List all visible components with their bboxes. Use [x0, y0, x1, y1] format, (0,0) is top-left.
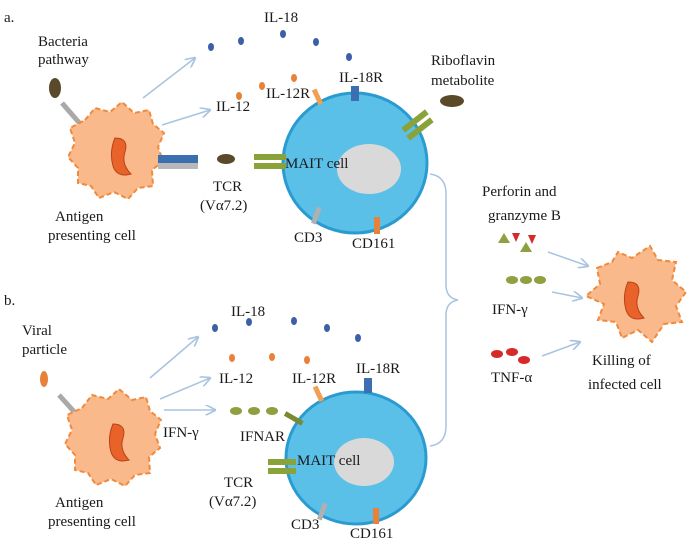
- il12r-receptor-b: [312, 385, 325, 403]
- tcr-receptor-a2: [254, 163, 286, 169]
- bacterium-icon: [49, 78, 61, 98]
- mait-cell-a: [281, 91, 429, 235]
- infected-cell: [584, 244, 688, 344]
- arrow-il12-a: [161, 110, 210, 126]
- mait-cell-label-b: MAIT cell: [297, 453, 360, 469]
- il12-molecules-a: [236, 74, 297, 100]
- cd161-label-b: CD161: [350, 526, 393, 542]
- apc-label-a: Antigen presenting cell: [48, 209, 136, 244]
- panel-a-label: a.: [4, 10, 14, 26]
- ifnar-label: IFNAR: [240, 429, 285, 445]
- panel-b: b. Viral particle IL-18 IL-12 IL: [4, 293, 428, 542]
- il18-label-b: IL-18: [231, 304, 265, 320]
- mr1-receptor-a: [158, 155, 198, 163]
- riboflavin-label: Riboflavin metabolite: [431, 53, 499, 89]
- cd3-label-b: CD3: [291, 517, 319, 533]
- tcr-receptor-b1: [268, 459, 296, 465]
- antigen-presenting-cell-b: [63, 387, 163, 488]
- il18r-receptor-a: [351, 86, 359, 101]
- il12-label-b: IL-12: [219, 371, 253, 387]
- cd161-label-a: CD161: [352, 236, 395, 252]
- panel-b-label: b.: [4, 293, 15, 309]
- ifnar-receptor: [283, 411, 304, 426]
- apc-nucleus: [108, 423, 130, 462]
- tcr-receptor-b2: [268, 468, 296, 474]
- arrow-perforin: [547, 251, 588, 266]
- riboflavin-receptor-a2: [406, 117, 434, 141]
- cd3-receptor-b: [317, 502, 328, 521]
- arrow-il12-b: [159, 378, 210, 400]
- il12-label-a: IL-12: [216, 99, 250, 115]
- il18-molecules-a: [208, 30, 352, 61]
- arrow-tnf: [541, 342, 580, 357]
- apc-nucleus: [110, 137, 132, 176]
- cd3-receptor-a: [311, 206, 322, 225]
- il18r-label-a: IL-18R: [339, 70, 383, 86]
- il18-molecules-b: [212, 317, 361, 342]
- il12-molecules-b: [229, 353, 310, 364]
- bacteria-receptor: [60, 101, 84, 128]
- viral-particle-label: Viral particle: [22, 323, 67, 358]
- antigen-ligand-a: [217, 154, 235, 164]
- il12r-label-a: IL-12R: [266, 86, 310, 102]
- tcr-label-b: TCR (Vα7.2): [209, 475, 257, 510]
- riboflavin-receptor-a1: [401, 109, 429, 133]
- viral-particle-icon: [40, 371, 48, 387]
- ifn-gamma-label-effector: IFN-γ: [492, 302, 528, 318]
- il12r-label-b: IL-12R: [292, 371, 336, 387]
- il12r-receptor-a: [311, 88, 324, 106]
- killing-label: Killing of infected cell: [588, 353, 662, 393]
- il18r-label-b: IL-18R: [356, 361, 400, 377]
- mhc-receptor-a: [158, 163, 198, 169]
- antigen-presenting-cell-a: [66, 100, 166, 201]
- perforin-granzyme-molecules: [498, 233, 536, 252]
- bacteria-pathway-label: Bacteria pathway: [38, 34, 92, 68]
- riboflavin-metabolite-icon: [440, 95, 464, 107]
- ifn-gamma-label-b: IFN-γ: [163, 425, 199, 441]
- tcr-receptor-a1: [254, 154, 286, 160]
- tcr-label-a: TCR (Vα7.2): [200, 179, 247, 214]
- mait-cell-b: [284, 390, 428, 526]
- cd3-label-a: CD3: [294, 230, 322, 246]
- infected-cell-nucleus: [623, 281, 645, 320]
- effector-panel: Perforin and granzyme B IFN-γ TNF-α: [482, 184, 688, 393]
- ifn-molecules-effector: [506, 276, 546, 284]
- arrow-il18-a: [142, 58, 195, 99]
- perforin-label: Perforin and granzyme B: [482, 184, 561, 224]
- cd161-receptor-a: [374, 217, 380, 234]
- cd161-receptor-b: [373, 508, 379, 524]
- arrow-ifn-effector: [551, 292, 582, 298]
- grouping-brace: [429, 173, 459, 447]
- il18-label-a: IL-18: [264, 10, 298, 26]
- il18r-receptor-b: [364, 378, 372, 393]
- mait-cell-label-a: MAIT cell: [285, 156, 348, 172]
- apc-label-b: Antigen presenting cell: [48, 495, 136, 530]
- arrow-il18-b: [149, 337, 198, 379]
- panel-a: a. Bacteria pathway IL-18: [4, 10, 499, 252]
- tnf-alpha-label: TNF-α: [491, 370, 532, 386]
- ifn-molecules-b: [230, 407, 278, 415]
- tnf-molecules: [491, 348, 530, 364]
